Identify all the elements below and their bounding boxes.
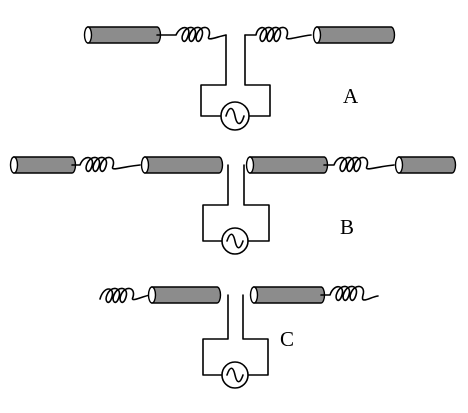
panel-a-right-coil xyxy=(244,26,312,43)
panel-b-label: B xyxy=(340,215,354,239)
panel-b-feed-wire-right xyxy=(243,164,270,242)
panel-b-left-inner-rod xyxy=(140,156,224,174)
panel-c-right-coil xyxy=(320,285,379,302)
panel-c-ac-source-icon xyxy=(221,361,249,389)
panel-b: B xyxy=(9,156,457,255)
panel-c-left-coil xyxy=(99,287,151,304)
panel-c-left-rod xyxy=(147,286,222,304)
panel-b-right-coil xyxy=(323,156,395,173)
panel-a-right-rod xyxy=(312,26,396,44)
panel-a-left-rod xyxy=(83,26,162,44)
panel-c-right-rod xyxy=(249,286,326,304)
panel-b-feed-wire-left xyxy=(202,164,229,242)
panel-a-feed-wire-right xyxy=(244,34,271,117)
panel-a-ac-source-icon xyxy=(220,101,250,131)
panel-a-label: A xyxy=(343,84,359,108)
panel-b-ac-source-icon xyxy=(221,227,249,255)
panel-b-left-coil xyxy=(71,156,141,173)
panel-b-right-outer-rod xyxy=(394,156,457,174)
panel-c-feed-wire-right xyxy=(242,294,269,376)
panel-a-feed-wire-left xyxy=(200,34,227,117)
panel-b-left-outer-rod xyxy=(9,156,77,174)
panel-a-left-coil xyxy=(156,26,227,43)
panel-c-feed-wire-left xyxy=(202,294,229,376)
panel-c-label: C xyxy=(280,327,294,351)
panel-a: A xyxy=(83,26,396,131)
panel-c: C xyxy=(99,285,379,389)
panel-b-right-inner-rod xyxy=(245,156,329,174)
